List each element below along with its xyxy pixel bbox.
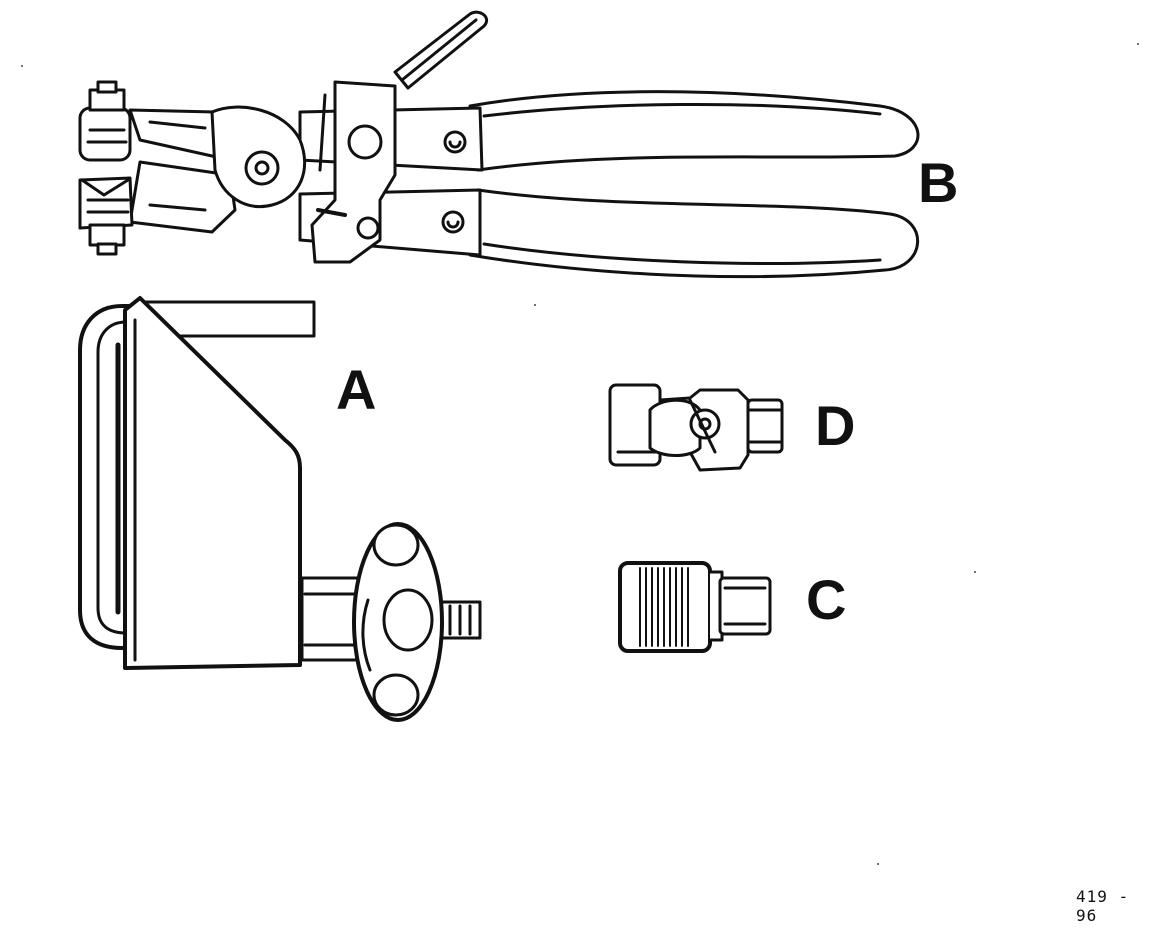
socket-adapter-tool-c xyxy=(618,561,772,653)
figure-reference-number: 419 - 96 xyxy=(1076,887,1130,925)
clamp-tool-a xyxy=(78,296,482,722)
label-tool-d: D xyxy=(815,394,856,457)
label-tool-b: B xyxy=(918,151,959,214)
label-tool-c: C xyxy=(806,568,847,631)
label-tool-a: A xyxy=(336,358,377,421)
pliers-tool-b xyxy=(78,10,920,279)
universal-joint-tool-d xyxy=(608,383,784,472)
